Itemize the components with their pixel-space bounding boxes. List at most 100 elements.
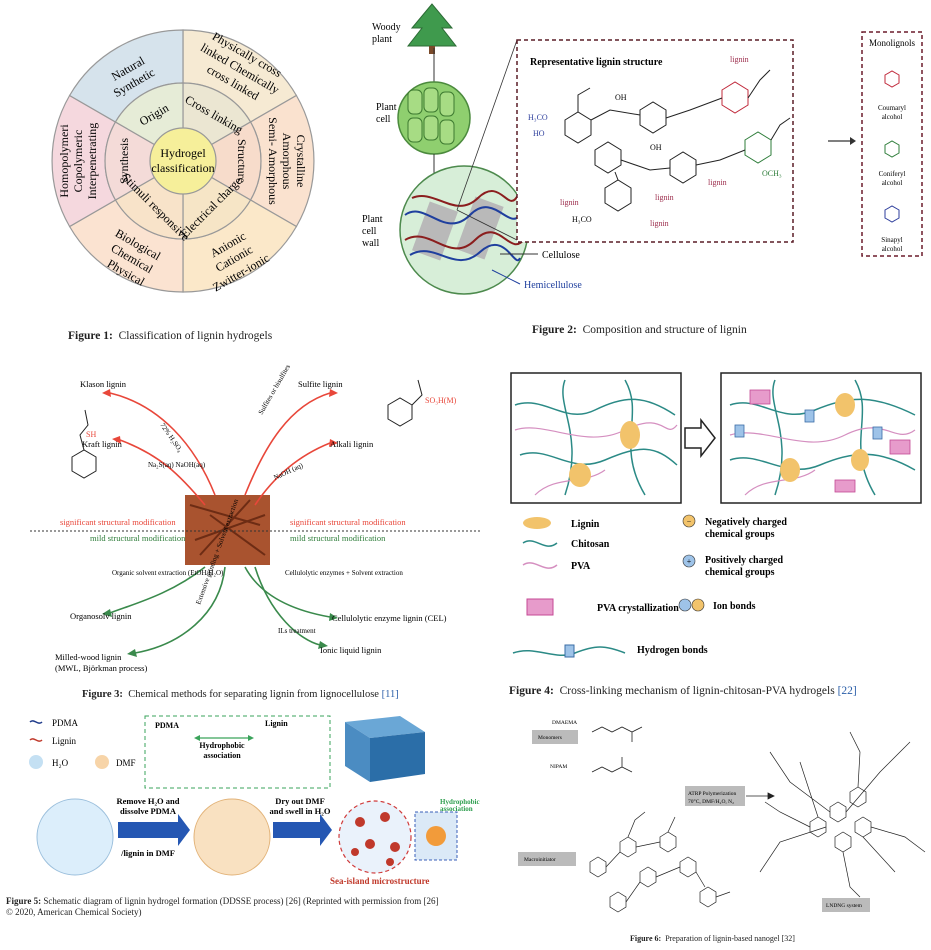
hydrophobic-1: Hydrophobic [440, 798, 480, 806]
box-title: Representative lignin structure [530, 57, 663, 68]
monolignols-title: Monolignols [869, 38, 916, 48]
outer-structure-1: Crystalline [294, 135, 308, 188]
lignin-label-5: lignin [560, 198, 579, 207]
cellulose-label: Cellulose [542, 250, 580, 261]
neg-charge-1: Negatively charged [705, 517, 787, 528]
cel-label: Cellulolytic enzyme lignin (CEL) [332, 613, 447, 623]
kraft-label: Kraft lignin [82, 439, 123, 449]
label-nipam: NIPAM [550, 764, 567, 770]
sinapyl-1: Sinapyl [881, 236, 902, 244]
figure-3: Klason lignin Kraft lignin Sulfite ligni… [0, 355, 510, 705]
legend-hbonds: Hydrogen bonds [637, 645, 708, 656]
figure-4: Lignin Chitosan PVA PVA crystallization … [505, 365, 931, 710]
legend-pva: PVA [571, 561, 591, 572]
label-macroinitiator: Macroinitiator [524, 857, 556, 863]
woody-label-1: Woody [372, 22, 401, 33]
hydrogel-classification-diagram: Hydrogel classification Origin Cross lin… [51, 29, 315, 294]
process-ils: ILs treatment [278, 627, 316, 635]
lignin-composition-diagram: Woody plant Plant cell Plant cell wall C… [362, 3, 923, 295]
figure-2-caption: Figure 2: Composition and structure of l… [532, 324, 747, 336]
inset-box [144, 715, 331, 789]
step-2a: Dry out DMF [275, 796, 325, 806]
sh-label: SH [86, 430, 96, 439]
before-panel [510, 372, 682, 504]
label-dmaema: DMAEMA [552, 720, 577, 726]
tree-icon [406, 3, 458, 54]
figure-3-caption: Figure 3: Chemical methods for separatin… [82, 689, 399, 700]
lignin-label-2: lignin [708, 178, 727, 187]
step-2b: and swell in H₂O [270, 806, 331, 816]
group-och3: OCH₃ [762, 169, 782, 178]
ionic-label: Ionic liquid lignin [320, 645, 382, 655]
pos-charge-2: chemical groups [705, 567, 775, 578]
step-1b: dissolve PDMA [120, 806, 177, 816]
group-h3co-1: H₃CO [528, 113, 548, 122]
sulfite-label: Sulfite lignin [298, 379, 343, 389]
outer-structure-2: Amorphous [280, 133, 294, 190]
svg-text:+: + [687, 557, 692, 566]
label-atrp: ATRP Polymerization [688, 791, 736, 797]
mwl-label: Milled-wood lignin [55, 652, 122, 662]
hydrophobic-2: association [440, 805, 473, 813]
ion-bonds: Ion bonds [713, 601, 756, 612]
pos-charge-1: Positively charged [705, 555, 783, 566]
coumaryl-1: Coumaryl [878, 104, 906, 112]
figure-6: DMAEMA Monomers NIPAM ATRP Polymerizatio… [510, 712, 931, 950]
neg-charge-2: chemical groups [705, 529, 775, 540]
reagent-sulfites: Sulfites or bisulfites [257, 363, 292, 416]
hemicellulose-label: Hemicellulose [524, 280, 582, 291]
figure-5-caption: Figure 5: Schematic diagram of lignin hy… [6, 896, 439, 917]
label-lndng: LNDNG system [826, 903, 863, 909]
legend-lignin: Lignin [571, 519, 600, 530]
lignin-separation-diagram: Klason lignin Kraft lignin Sulfite ligni… [30, 363, 480, 673]
coumaryl-2: alcohol [882, 113, 903, 121]
inner-structure: Structure [235, 139, 249, 183]
figure-6-caption: Figure 6: Preparation of lignin-based na… [630, 934, 795, 943]
mwl-sub-label: (MWL, Björkman process) [55, 663, 147, 673]
significant-right: significant structural modification [290, 517, 406, 527]
lignin-label-4: lignin [650, 219, 669, 228]
outer-synthesis-1: Homopolymeri [57, 124, 71, 198]
inset-pdma: PDMA [155, 721, 179, 730]
figure-1-caption: Figure 1: Classification of lignin hydro… [68, 330, 273, 342]
center-label-2: classification [151, 161, 214, 175]
group-h3co-2: H₃CO [572, 215, 592, 224]
legend-pva-crystal: PVA crystallization [597, 603, 679, 614]
group-ho: HO [533, 129, 545, 138]
group-oh-1: OH [615, 93, 627, 102]
cell-label-2: cell [376, 114, 391, 125]
label-monomers: Monomers [538, 735, 562, 741]
organosolv-label: Organosolv lignin [70, 611, 132, 621]
sea-island-circle [338, 800, 412, 874]
cell-label-1: Plant [376, 102, 397, 113]
outer-synthesis-3: Interpenetrating [85, 123, 99, 200]
crosslinking-diagram: Lignin Chitosan PVA PVA crystallization … [510, 372, 922, 658]
center-label-1: Hydrogel [160, 146, 206, 160]
wall-label-1: Plant [362, 214, 383, 225]
coniferyl-1: Coniferyl [879, 170, 906, 178]
svg-text:−: − [687, 517, 692, 526]
mild-left: mild structural modification [90, 533, 186, 543]
legend-chitosan: Chitosan [571, 539, 610, 550]
inner-synthesis: Synthesis [117, 138, 131, 184]
lignin-label-3: lignin [655, 193, 674, 202]
figure-1: Hydrogel classification Origin Cross lin… [0, 0, 340, 345]
monolignols-box [861, 31, 923, 257]
outer-synthesis-2: Copolymeric [71, 130, 85, 193]
process-enzymes: Cellulolytic enzymes + Solvent extractio… [285, 569, 403, 577]
label-conditions: 70°C, DMF/H₂O, N₂ [688, 798, 734, 805]
outer-structure-3: Semi- Amorphous [266, 117, 280, 205]
ddsse-diagram: PDMA Lignin H₂O DMF PDMA Lignin Hydropho… [29, 715, 480, 886]
alkali-label: Alkali lignin [330, 439, 374, 449]
inset-association: association [203, 751, 241, 760]
dmf-circle [193, 798, 271, 876]
figure-2: Woody plant Plant cell Plant cell wall C… [350, 0, 931, 345]
reagent-na2s: Na₂S(aq) NaOH(aq) [148, 461, 206, 469]
legend-pdma: PDMA [52, 718, 79, 728]
legend-dmf: DMF [116, 758, 136, 768]
klason-label: Klason lignin [80, 379, 127, 389]
solution-circle [36, 798, 114, 876]
legend-lignin: Lignin [52, 736, 76, 746]
lignin-structure-box [516, 39, 794, 243]
so3h-label: SO₃H(M) [425, 396, 457, 405]
